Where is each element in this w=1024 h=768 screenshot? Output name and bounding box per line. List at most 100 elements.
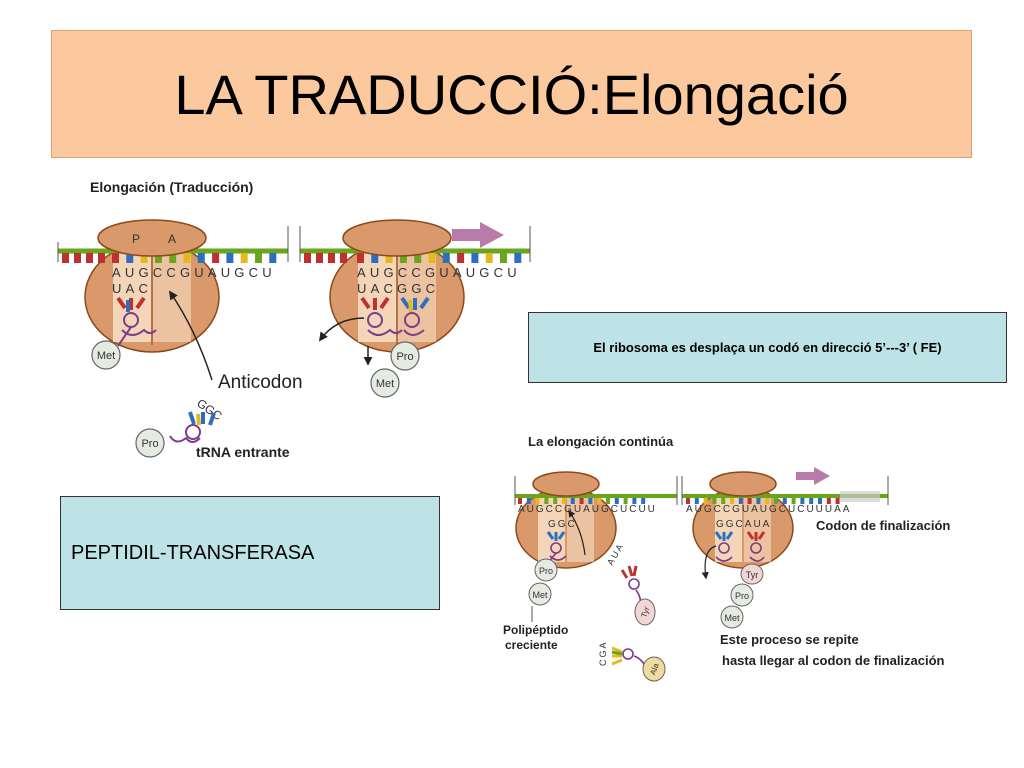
amino-acid-met-label: Met: [532, 590, 548, 600]
nucleotide-tick: [774, 498, 778, 504]
repeat-label-line1: Este proceso se repite: [720, 632, 859, 647]
nucleotide-tick: [514, 253, 522, 263]
nucleotide-tick: [328, 253, 335, 263]
nucleotide-tick: [62, 253, 69, 263]
mrna-codons: AUGCCGUAUGCU: [357, 265, 521, 280]
amino-acid-met-label: Met: [97, 350, 115, 362]
ribosome-panel-2: AUGCCGUAUGCU UACGGC Pro Met: [299, 219, 531, 398]
nucleotide-tick: [485, 253, 493, 263]
amino-acid-met-label: Met: [724, 613, 740, 623]
mrna-codons: AUGCCGUAUGCUCUUUAA: [686, 504, 851, 515]
amino-acid-pro-label: Pro: [735, 591, 749, 601]
nucleotide-tick: [597, 498, 602, 504]
nucleotide-tick: [304, 253, 311, 263]
nucleotide-tick: [154, 253, 162, 263]
nucleotide-tick: [169, 253, 177, 263]
nucleotide-tick: [579, 498, 584, 504]
amino-acid-tyr-label: Tyr: [639, 605, 651, 619]
polypeptide-label-line1: Polipéptido: [503, 623, 568, 637]
top-figure-heading: Elongación (Traducción): [90, 179, 253, 195]
amino-acid-pro: [390, 341, 420, 371]
ribosome-small-subunit: [97, 219, 207, 257]
nucleotide-tick: [126, 253, 134, 263]
nucleotide-tick: [340, 253, 347, 263]
bottom-figure-heading: La elongación continúa: [528, 434, 674, 449]
nucleotide-tick: [535, 498, 540, 504]
nucleotide-tick: [686, 498, 690, 504]
polypeptide-label-line2: creciente: [505, 638, 558, 652]
nucleotide-tick: [800, 498, 805, 504]
nucleotide-tick: [614, 498, 619, 504]
ribosome-panel-3: AUGCCGUAUGCUCUU GGC Pro Met Polipéptido …: [503, 471, 678, 682]
nucleotide-tick: [835, 498, 840, 504]
enzyme-box: PEPTIDIL-TRANSFERASA: [60, 496, 440, 610]
nucleotide-tick: [641, 498, 646, 504]
nucleotide-tick: [694, 498, 699, 504]
incoming-ala-anticodon: CGA: [598, 640, 608, 666]
nucleotide-tick: [471, 253, 479, 263]
nucleotide-tick: [414, 253, 422, 263]
nucleotide-tick: [526, 498, 531, 504]
ribosome-small-subunit: [342, 219, 452, 257]
nucleotide-tick: [316, 253, 323, 263]
nucleotide-tick: [212, 253, 220, 263]
nucleotide-tick: [782, 498, 787, 504]
nucleotide-tick: [269, 253, 277, 263]
nucleotide-tick: [112, 253, 119, 263]
nucleotide-tick: [730, 498, 734, 504]
nucleotide-tick: [632, 498, 637, 504]
anticodons: GGCAUA: [716, 519, 771, 530]
nucleotide-tick: [818, 498, 822, 504]
amino-acid-met-label: Met: [376, 378, 394, 390]
nucleotide-tick: [553, 498, 558, 504]
nucleotide-tick: [826, 498, 831, 504]
amino-acid-pro-label: Pro: [396, 351, 413, 363]
anticodon-label: Anticodon: [218, 372, 303, 393]
site-p-label: P: [132, 232, 140, 246]
nucleotide-tick: [588, 498, 593, 504]
site-a-label: A: [168, 232, 176, 246]
nucleotide-tick: [197, 253, 205, 263]
anticodon-p-site: GGC: [548, 519, 577, 530]
anticodon-p-site: UAC: [112, 281, 152, 296]
caption-text: El ribosoma es desplaça un codó en direc…: [593, 340, 942, 355]
nucleotide-tick: [357, 253, 364, 263]
nucleotide-tick: [712, 498, 717, 504]
nucleotide-tick: [255, 253, 262, 263]
stop-codon-label: Codon de finalización: [816, 518, 950, 533]
nucleotide-tick: [428, 253, 436, 263]
mrna-codons: AUGCCGUAUGCUCUU: [518, 504, 657, 515]
nucleotide-tick: [371, 253, 379, 263]
nucleotide-tick: [747, 498, 752, 504]
nucleotide-tick: [623, 498, 628, 504]
nucleotide-tick: [791, 498, 796, 504]
amino-acid-pro-incoming-label: Pro: [141, 438, 158, 450]
slide-title: LA TRADUCCIÓ:Elongació: [174, 62, 849, 126]
nucleotide-tick: [765, 498, 770, 504]
translocation-arrow-icon: [796, 467, 830, 485]
ribosome-panel-1: P A AUGCCGUAUGCU UAC Met Anticodon GGC P…: [57, 219, 303, 460]
nucleotide-tick: [240, 253, 248, 263]
nucleotide-tick: [183, 253, 191, 263]
nucleotide-tick: [442, 253, 450, 263]
nucleotide-tick: [385, 253, 393, 263]
amino-acid-met: [370, 368, 400, 398]
enzyme-label: PEPTIDIL-TRANSFERASA: [71, 541, 315, 564]
nucleotide-tick: [140, 253, 148, 263]
nucleotide-tick: [738, 498, 743, 504]
nucleotide-tick: [570, 498, 575, 504]
nucleotide-tick: [562, 498, 566, 504]
nucleotide-tick: [86, 253, 93, 263]
caption-box: El ribosoma es desplaça un codó en direc…: [528, 312, 1007, 383]
nucleotide-tick: [721, 498, 726, 504]
stop-codon-highlight: [840, 491, 880, 502]
amino-acid-pro-incoming: [135, 428, 165, 458]
nucleotide-tick: [74, 253, 81, 263]
nucleotide-tick: [457, 253, 465, 263]
nucleotide-tick: [399, 253, 407, 263]
mrna-codons: AUGCCGUAUGCU: [112, 265, 276, 280]
trna-entrante-label: tRNA entrante: [196, 444, 290, 460]
amino-acid-met: [91, 340, 121, 370]
amino-acid-ala-label: Ala: [648, 662, 661, 676]
